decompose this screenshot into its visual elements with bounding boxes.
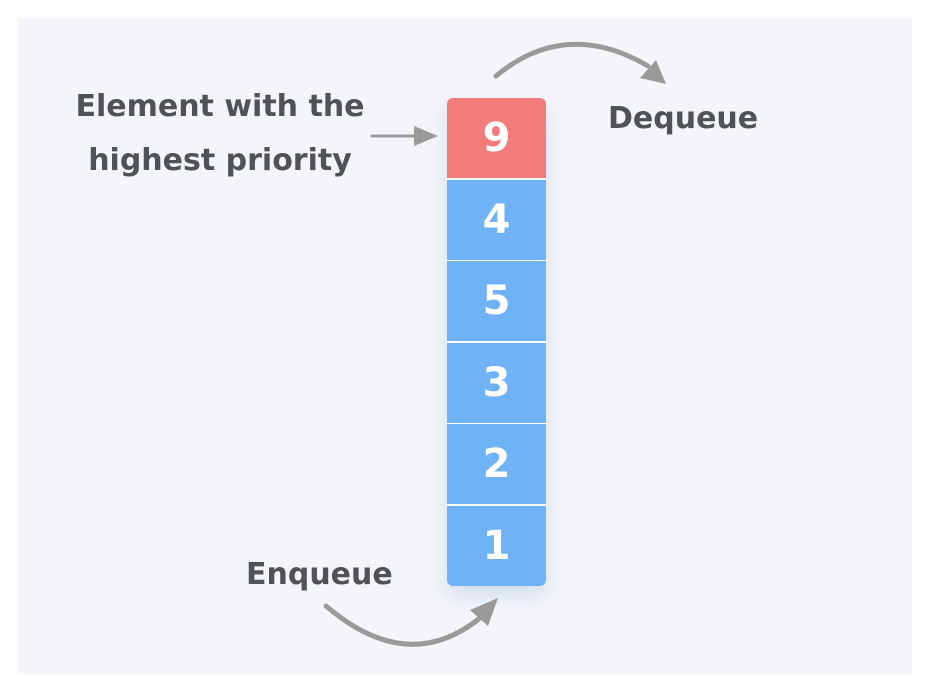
queue-cell: 5	[447, 261, 546, 342]
dequeue-label: Dequeue	[608, 101, 759, 136]
enqueue-arrow	[323, 598, 498, 647]
queue-cell-value: 9	[482, 115, 511, 161]
pointer-arrow	[370, 126, 438, 146]
queue-cell-value: 1	[482, 523, 511, 569]
queue-cell-value: 2	[482, 441, 511, 488]
dequeue-arrow	[493, 41, 666, 84]
highest-priority-label-line-2: highest priority	[88, 143, 352, 178]
highest-priority-label-line-1: Element with the	[75, 89, 365, 124]
priority-queue: 9 4 5 3 2 1	[447, 98, 546, 586]
queue-cell-value: 5	[482, 278, 511, 325]
queue-cell-value: 4	[482, 196, 511, 243]
queue-cell: 1	[447, 506, 546, 586]
queue-cell: 3	[447, 342, 546, 423]
queue-cell: 2	[447, 424, 546, 505]
queue-cell: 9	[447, 98, 546, 178]
queue-cell-value: 3	[482, 359, 511, 406]
queue-cell: 4	[447, 179, 546, 260]
enqueue-label: Enqueue	[246, 557, 393, 592]
highest-priority-label: Element with the highest priority	[60, 80, 380, 188]
